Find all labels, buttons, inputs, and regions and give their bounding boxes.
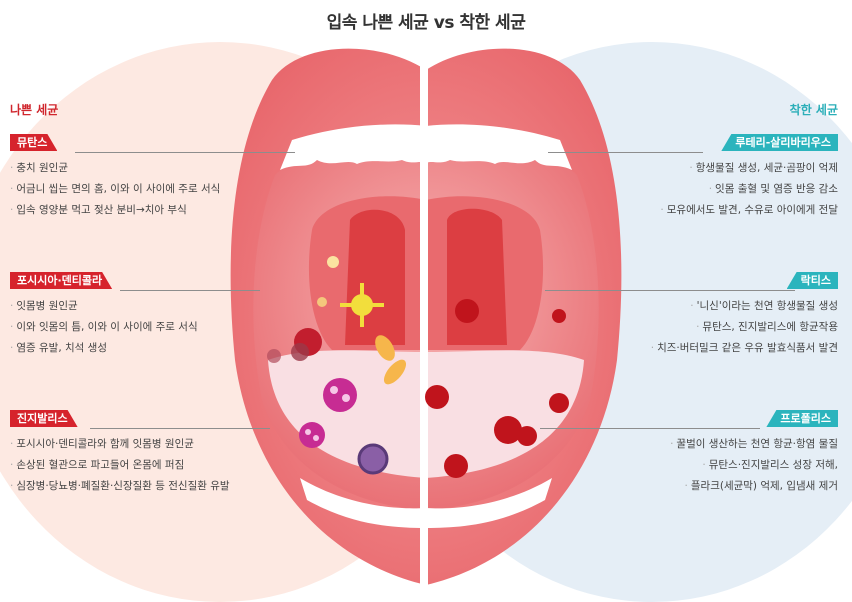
mutans-facts: 충치 원인균 어금니 씹는 면의 홈, 이와 이 사이에 주로 서식 입속 영양… [10,158,220,221]
bacteria-tag-forsythia: 포시시아·덴티콜라 [10,272,112,289]
page-title: 입속 나쁜 세균 vs 착한 세균 [326,13,526,33]
reuteri-facts: 항생물질 생성, 세균·곰팡이 억제 잇몸 출혈 및 염증 반응 감소 모유에서… [660,158,838,221]
leader-line [545,290,795,291]
bacteria-tag-propolis: 프로폴리스 [766,410,838,427]
fact: 치즈·버터밀크 같은 우유 발효식품서 발견 [651,338,838,359]
forsythia-facts: 잇몸병 원인균 이와 잇몸의 틈, 이와 이 사이에 주로 서식 염증 유발, … [10,296,198,359]
fact: 이와 잇몸의 틈, 이와 이 사이에 주로 서식 [10,317,197,338]
leader-line [540,428,760,429]
lactis-facts: '니신'이라는 천연 항생물질 생성 뮤탄스, 진지발리스에 항균작용 치즈·버… [651,296,838,359]
bacteria-tag-gingivalis: 진지발리스 [10,410,78,427]
bacteria-tag-reuteri: 루테리-살리바리우스 [721,134,838,151]
fact: 충치 원인균 [10,158,220,179]
bad-bacteria-graphics [267,256,407,475]
fact: 플라크(세균막) 억제, 입냄새 제거 [670,476,838,497]
fact: 심장병·당뇨병·폐질환·신장질환 등 전신질환 유발 [10,476,229,497]
bacteria-tag-mutans: 뮤탄스 [10,134,57,151]
good-bacteria-heading: 착한 세균 [789,103,838,117]
fact: '니신'이라는 천연 항생물질 생성 [651,296,838,317]
fact: 뮤탄스, 진지발리스에 항균작용 [651,317,838,338]
lower-teeth [300,478,552,528]
fact: 항생물질 생성, 세균·곰팡이 억제 [660,158,838,179]
bad-bacteria-heading: 나쁜 세균 [10,103,59,117]
fact: 포시시아·덴티콜라와 함께 잇몸병 원인균 [10,434,230,455]
fact: 뮤탄스·진지발리스 성장 저해, [670,455,838,476]
fact: 잇몸병 원인균 [10,296,198,317]
gingivalis-facts: 포시시아·덴티콜라와 함께 잇몸병 원인균 손상된 혈관으로 파고들어 온몸에 … [10,434,230,497]
fact: 꿀벌이 생산하는 천연 항균·항염 물질 [670,434,838,455]
propolis-facts: 꿀벌이 생산하는 천연 항균·항염 물질 뮤탄스·진지발리스 성장 저해, 플라… [670,434,838,497]
fact: 손상된 혈관으로 파고들어 온몸에 퍼짐 [10,455,230,476]
fact: 염증 유발, 치석 생성 [10,338,198,359]
bacteria-tag-lactis: 락티스 [786,272,838,289]
good-bacteria-graphics [425,299,569,478]
fact: 어금니 씹는 면의 홈, 이와 이 사이에 주로 서식 [10,179,220,200]
leader-line [75,152,295,153]
leader-line [120,290,260,291]
fact: 모유에서도 발견, 수유로 아이에게 전달 [660,200,838,221]
leader-line [548,152,703,153]
leader-line [90,428,270,429]
fact: 잇몸 출혈 및 염증 반응 감소 [660,179,838,200]
fact: 입속 영양분 먹고 젖산 분비→치아 부식 [10,200,220,221]
